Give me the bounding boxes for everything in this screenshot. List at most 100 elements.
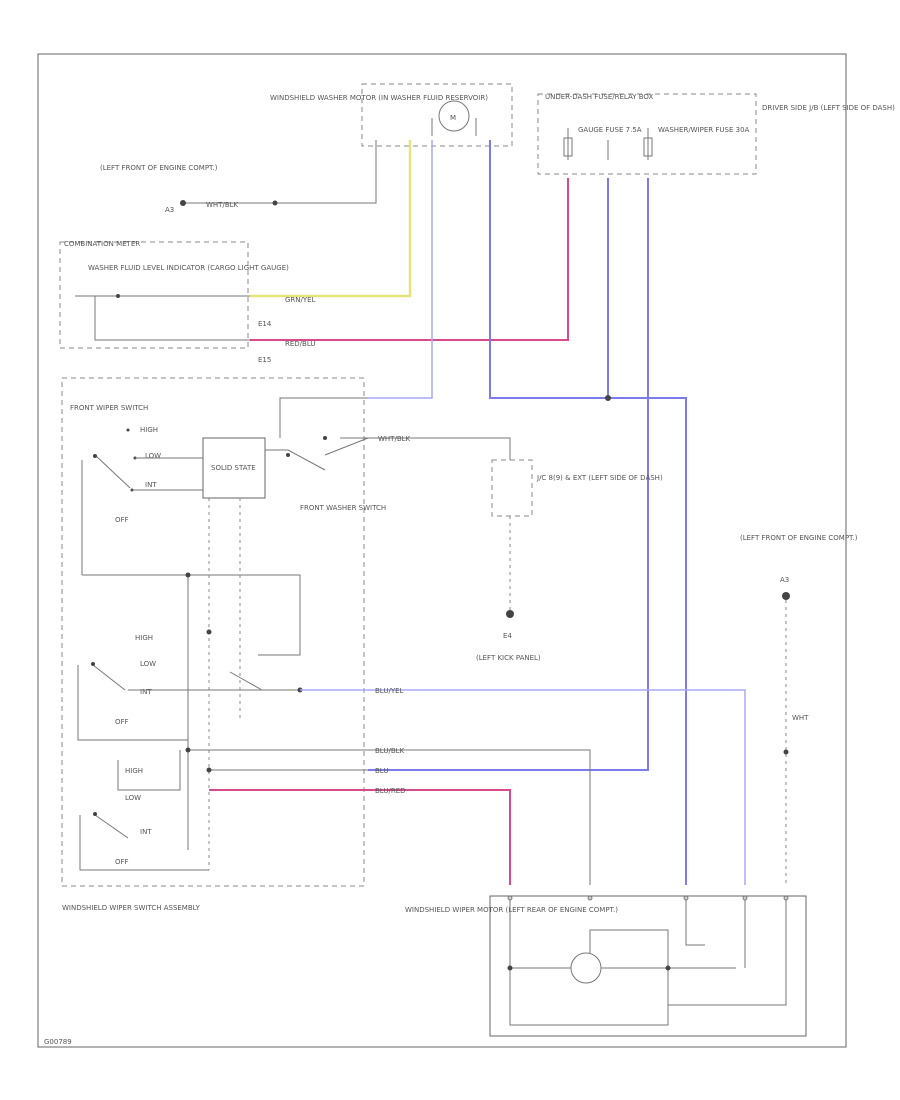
wire-label-wht: WHT (792, 714, 809, 722)
sw3-low: LOW (125, 794, 141, 802)
junction-a3 (272, 200, 278, 206)
sw2-high: HIGH (135, 634, 153, 642)
washer-indicator-label: WASHER FLUID LEVEL INDICATOR (CARGO LIGH… (88, 264, 289, 272)
wiper-switch-assembly-label: WINDSHIELD WIPER SWITCH ASSEMBLY (62, 904, 201, 912)
sw1-int: INT (145, 481, 157, 489)
ground-a3-right-dot (782, 592, 790, 600)
wiper-motor-internal (509, 900, 787, 1026)
wire-blu-blk (188, 749, 591, 885)
wiper-motor-symbol (570, 952, 602, 984)
wire-label-grn-yel: GRN/YEL (285, 296, 316, 304)
meter-junction (116, 294, 120, 298)
sw2-int: INT (140, 688, 152, 696)
front-wiper-switch-label: FRONT WIPER SWITCH (70, 404, 148, 412)
j-blu (206, 767, 212, 773)
wire-label-wht-blk-top: WHT/BLK (206, 201, 239, 209)
wire-to-pin-ww (279, 397, 368, 438)
washer-switch-t1 (286, 453, 290, 457)
ground-e4-dot (506, 610, 514, 618)
sw1-high: HIGH (140, 426, 158, 434)
footer-code: G00789 (44, 1038, 72, 1046)
ground-a3-right-j (783, 749, 789, 755)
sw1-wires (132, 457, 203, 491)
wire-blu-from-washer (368, 140, 433, 399)
sw3-pivot (93, 812, 97, 816)
sw1-pivot (93, 454, 97, 458)
wire-wht-blk-mid (340, 437, 511, 460)
gauge-fuse-label: GAUGE FUSE 7.5A (578, 126, 642, 134)
wire-blu-yel (300, 689, 746, 885)
sw1-low: LOW (145, 452, 161, 460)
pin-1 (507, 895, 513, 901)
washer-motor-m: M (450, 114, 456, 122)
sw3-int: INT (140, 828, 152, 836)
wire-blu-wiper-fuse (368, 178, 649, 771)
ground-a3-id: A3 (165, 206, 174, 214)
fuse-box (537, 93, 757, 175)
solid-state-label: SOLID STATE (211, 464, 256, 472)
pin-5 (783, 895, 789, 901)
wire-label-red-blu: RED/BLU (285, 340, 316, 348)
wire-label-blu-red: BLU/RED (375, 787, 406, 795)
switch-internal-1 (82, 574, 301, 850)
wiper-fuse-label: WASHER/WIPER FUSE 30A (658, 126, 750, 134)
sw3-off: OFF (115, 858, 129, 866)
wire-ground-a3 (186, 140, 377, 204)
ground-a3-right-id: A3 (780, 576, 789, 584)
wiper-motor-j1 (665, 965, 671, 971)
wire-blu-from-washer-2 (489, 140, 687, 885)
junction-sw-2 (206, 629, 212, 635)
meter-internal-wire (75, 295, 250, 341)
sw2-off: OFF (115, 718, 129, 726)
washer-motor-box (361, 83, 513, 147)
sw1-off: OFF (115, 516, 129, 524)
sw2-contact (77, 664, 188, 741)
wiper-motor-box (489, 895, 807, 1037)
j-blu-blk (185, 747, 191, 753)
wiper-switch-assembly-box (61, 377, 365, 887)
sw1-contact (81, 454, 131, 575)
connector-e15: E15 (258, 356, 271, 364)
sw2-pivot (91, 662, 95, 666)
ground-a3-right-label: (LEFT FRONT OF ENGINE COMPT.) (740, 534, 858, 542)
jc-label: J/C 8(9) & EXT (LEFT SIDE OF DASH) (536, 474, 663, 482)
ground-a3-dot (180, 200, 186, 206)
fuse-gauge-box (563, 137, 573, 157)
combination-meter-box (59, 241, 249, 349)
fuse-box-label: UNDER-DASH FUSE/RELAY BOX (545, 93, 653, 101)
junction-sw-1 (185, 572, 191, 578)
sw3-contact (79, 750, 209, 871)
sw1-t1 (126, 428, 130, 432)
washer-motor-label: WINDSHIELD WASHER MOTOR (IN WASHER FLUID… (270, 94, 488, 102)
wire-red-blu (250, 178, 569, 341)
combination-meter-label: COMBINATION METER (64, 240, 140, 248)
ground-e4-id: E4 (503, 632, 512, 640)
pin-2 (587, 895, 593, 901)
driver-jb-label: DRIVER SIDE J/B (LEFT SIDE OF DASH) (762, 104, 895, 112)
ground-e4-label: (LEFT KICK PANEL) (476, 654, 541, 662)
wire-label-wht-blk-mid: WHT/BLK (378, 435, 411, 443)
pin-3 (683, 895, 689, 901)
wire-grn-yel (250, 140, 412, 298)
jc-box (491, 459, 533, 517)
ground-a3-label: (LEFT FRONT OF ENGINE COMPT.) (100, 164, 218, 172)
connector-e14: E14 (258, 320, 272, 328)
wire-label-blu-blk: BLU/BLK (375, 747, 405, 755)
washer-switch-contact (265, 437, 369, 471)
solid-state-box (202, 437, 266, 499)
wire-label-blu-yel: BLU/YEL (375, 687, 404, 695)
front-washer-switch-label: FRONT WASHER SWITCH (300, 504, 386, 512)
pin-4 (742, 895, 748, 901)
wire-label-blu: BLU (375, 767, 388, 775)
sw2-wires (128, 671, 368, 691)
switch-internal-2 (208, 498, 241, 870)
wiper-motor-j2 (507, 965, 513, 971)
sw3-high: HIGH (125, 767, 143, 775)
washer-motor-symbol (438, 100, 470, 132)
washer-motor-leads (431, 118, 477, 136)
wiper-motor-label: WINDSHIELD WIPER MOTOR (LEFT REAR OF ENG… (405, 906, 618, 914)
fuse-wiper-box (643, 137, 653, 157)
wire-blu-red (209, 789, 511, 885)
diagram-frame (37, 53, 847, 1048)
washer-switch-t2 (323, 436, 327, 440)
